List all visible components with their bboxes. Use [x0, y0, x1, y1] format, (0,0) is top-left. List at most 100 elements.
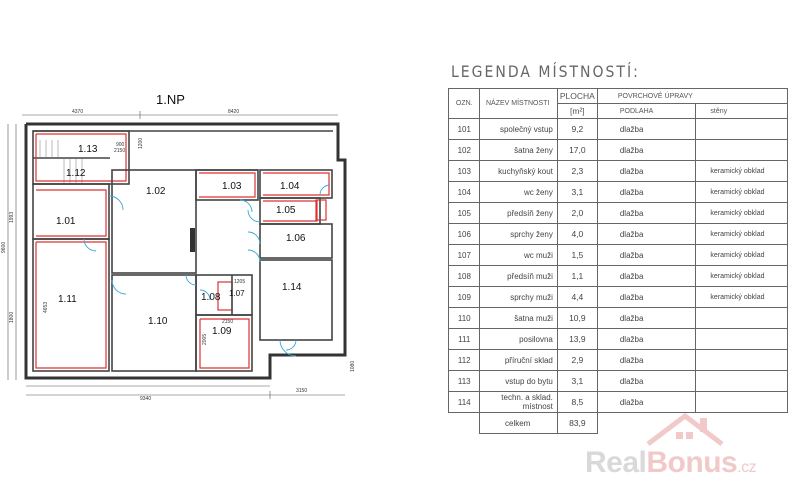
room-area: 17,0: [556, 139, 598, 161]
legend-table: OZN. NÁZEV MÍSTNOSTI PLOCHA POVRCHOVÉ ÚP…: [447, 88, 789, 434]
header-name: NÁZEV MÍSTNOSTI: [479, 88, 558, 119]
room-area: 2,0: [556, 202, 598, 224]
floor-title: 1.NP: [156, 92, 185, 107]
total-area: 83,9: [556, 412, 598, 434]
room-number: 109: [447, 286, 481, 308]
room-walls: keramický obklad: [695, 160, 788, 182]
room-floor: dlažba: [596, 139, 697, 161]
room-number: 103: [447, 160, 481, 182]
room-name: sprchy ženy: [479, 223, 558, 245]
room-name: šatna ženy: [479, 139, 558, 161]
room-label-110: 1.10: [148, 316, 168, 327]
realbonus-watermark: RealBonus.cz: [585, 408, 795, 480]
room-label-112: 1.12: [66, 168, 86, 179]
room-label-102: 1.02: [146, 186, 166, 197]
room-area: 9,2: [556, 118, 598, 140]
room-name: společný vstup: [479, 118, 558, 140]
room-area: 1,5: [556, 244, 598, 266]
dim-right-a: 1080: [350, 361, 356, 372]
room-area: 2,3: [556, 160, 598, 182]
header-no: OZN.: [447, 88, 481, 119]
watermark-brand-b: Bonus: [646, 446, 738, 479]
room-name: wc muži: [479, 244, 558, 266]
room-floor: dlažba: [596, 244, 697, 266]
room-floor: dlažba: [596, 160, 697, 182]
room-name: sprchy muži: [479, 286, 558, 308]
total-label: celkem: [479, 412, 558, 434]
room-label-108: 1.08: [201, 292, 221, 303]
room-floor: dlažba: [596, 118, 697, 140]
header-area: PLOCHA: [556, 88, 598, 104]
house-roof-icon: [646, 412, 724, 446]
legend-title: LEGENDA MÍSTNOSTÍ:: [451, 63, 640, 82]
room-number: 107: [447, 244, 481, 266]
room-label-107: 1.07: [229, 289, 245, 298]
room-number: 110: [447, 307, 481, 329]
dim-left-b: 4653: [43, 302, 49, 313]
room-area: 3,1: [556, 181, 598, 203]
dim-left-c: 1800: [9, 312, 15, 323]
room-label-104: 1.04: [280, 181, 300, 192]
room-walls: keramický obklad: [695, 223, 788, 245]
room-name: předsíň muži: [479, 265, 558, 287]
floor-plan: 1.NP 4370 8420 9600 1993 4653 1800: [1, 92, 356, 402]
room-number: 111: [447, 328, 481, 350]
room-number: 105: [447, 202, 481, 224]
room-name: kuchyňský kout: [479, 160, 558, 182]
header-area-unit: [m²]: [556, 103, 598, 119]
dim-top-left: 4370: [72, 109, 83, 115]
room-number: 112: [447, 349, 481, 371]
room-number: 108: [447, 265, 481, 287]
dim-d3: 1200: [138, 138, 144, 149]
room-floor: dlažba: [596, 265, 697, 287]
dim-d5: 1205: [234, 279, 245, 285]
watermark-text: RealBonus.cz: [585, 446, 757, 480]
room-number: 106: [447, 223, 481, 245]
room-number: 104: [447, 181, 481, 203]
room-walls: keramický obklad: [695, 202, 788, 224]
dim-d1: 900: [116, 142, 125, 148]
room-floor: dlažba: [596, 223, 697, 245]
room-floor: dlažba: [596, 328, 697, 350]
room-label-113: 1.13: [78, 144, 98, 155]
room-number: 114: [447, 391, 481, 413]
room-walls: [695, 370, 788, 392]
room-walls: [695, 391, 788, 413]
room-area: 13,9: [556, 328, 598, 350]
room-area: 10,9: [556, 307, 598, 329]
room-name: techn. a sklad. místnost: [479, 391, 558, 413]
room-label-103: 1.03: [222, 181, 242, 192]
dim-d2: 2150: [114, 148, 125, 154]
legend-total-row: celkem 83,9: [449, 412, 788, 434]
room-floor: dlažba: [596, 391, 697, 413]
header-floor: PODLAHA: [596, 103, 697, 119]
room-number: 102: [447, 139, 481, 161]
room-name: posilovna: [479, 328, 558, 350]
watermark-tld: .cz: [737, 459, 757, 476]
room-floor: dlažba: [596, 181, 697, 203]
room-walls: [695, 328, 788, 350]
room-area: 1,1: [556, 265, 598, 287]
room-name: wc ženy: [479, 181, 558, 203]
room-floor: dlažba: [596, 286, 697, 308]
dim-bottom-left: 9340: [140, 396, 151, 402]
room-area: 2,9: [556, 349, 598, 371]
room-number: 113: [447, 370, 481, 392]
room-walls: keramický obklad: [695, 286, 788, 308]
room-floor: dlažba: [596, 202, 697, 224]
room-floor: dlažba: [596, 307, 697, 329]
header-walls: stěny: [695, 103, 788, 119]
room-label-111: 1.11: [58, 294, 77, 305]
room-area: 4,0: [556, 223, 598, 245]
dim-top-right: 8420: [228, 109, 239, 115]
dim-d6: 2005: [202, 334, 208, 345]
